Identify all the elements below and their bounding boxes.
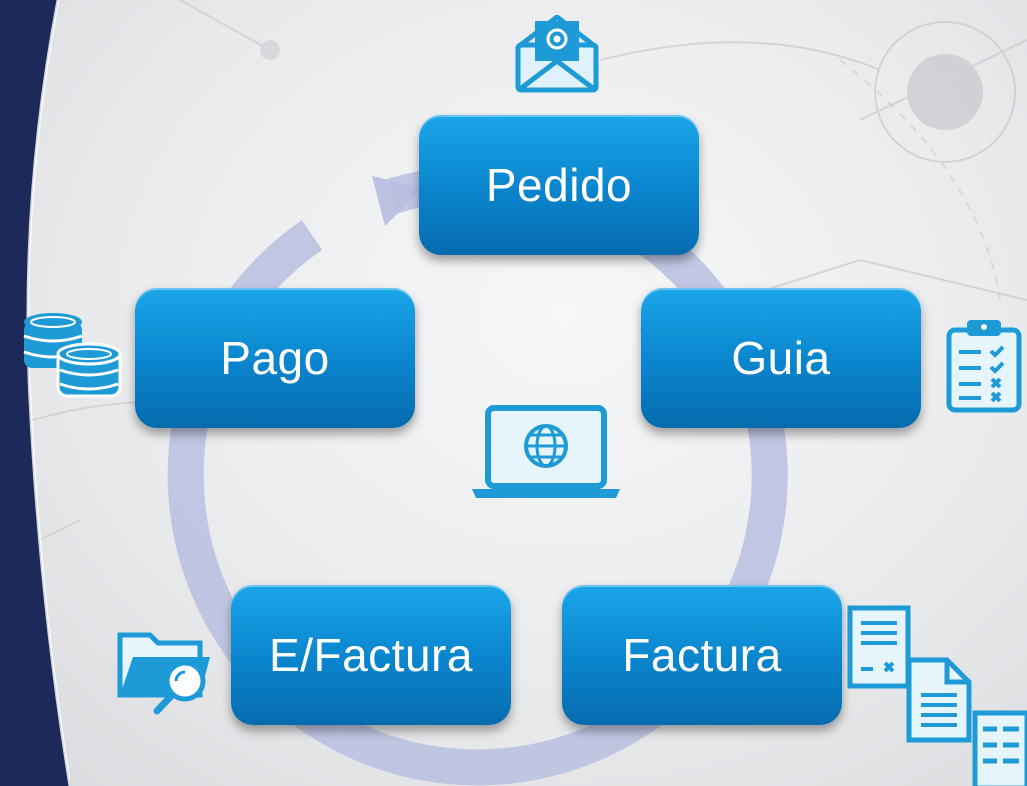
clipboard-checklist-icon: [946, 320, 1022, 413]
node-factura[interactable]: Factura: [562, 585, 842, 725]
node-pedido-label: Pedido: [485, 159, 633, 211]
email-icon: [515, 15, 599, 93]
node-pago[interactable]: Pago: [135, 288, 415, 428]
node-efactura[interactable]: E/Factura: [231, 585, 511, 725]
folder-search-icon: [117, 632, 210, 715]
coins-icon: [23, 313, 122, 398]
node-guia[interactable]: Guia: [641, 288, 921, 428]
node-pago-label: Pago: [220, 332, 330, 384]
node-efactura-label: E/Factura: [269, 629, 473, 681]
node-factura-label: Factura: [622, 629, 782, 681]
laptop-globe-icon: [472, 405, 620, 498]
left-navy-band: [0, 0, 70, 786]
node-guia-label: Guia: [731, 332, 831, 384]
documents-icon: [847, 605, 1027, 786]
node-pedido[interactable]: Pedido: [419, 115, 699, 255]
